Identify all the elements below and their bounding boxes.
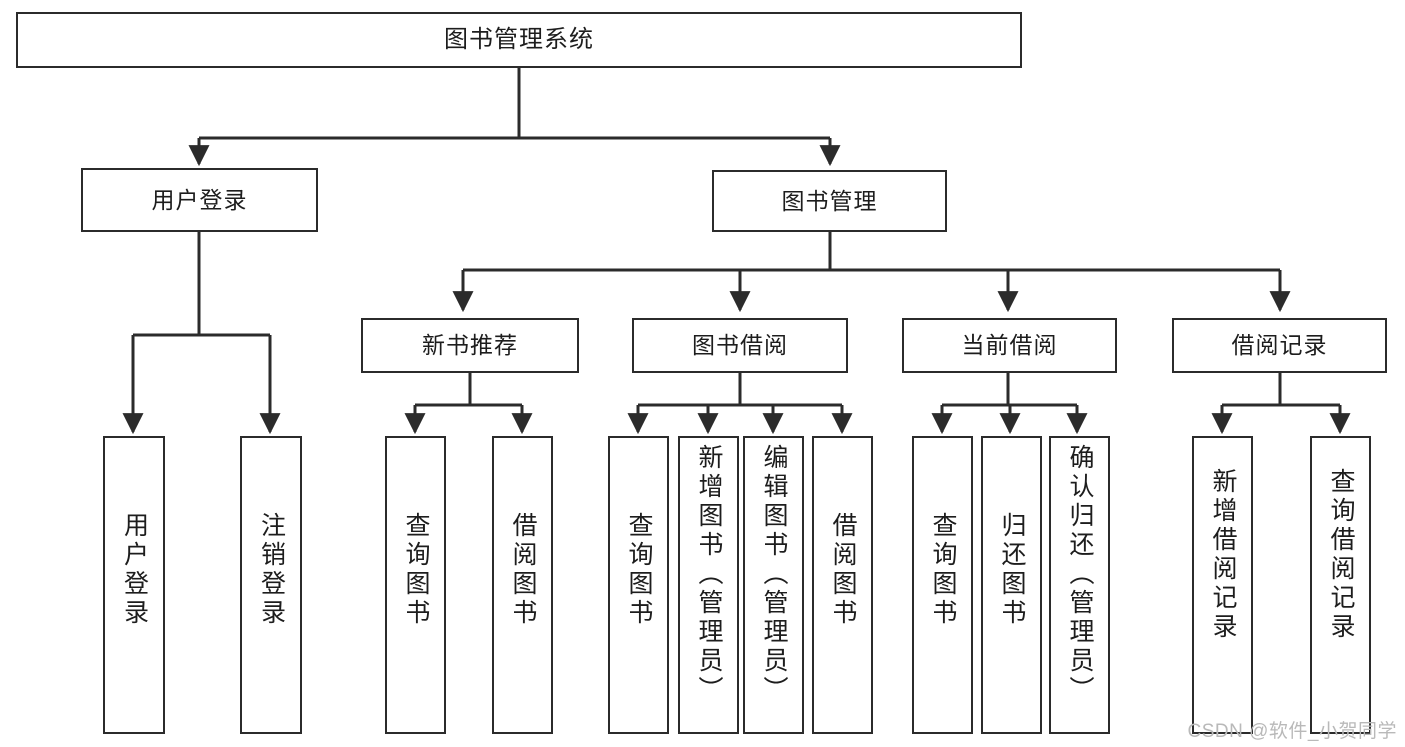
leaf-new-book-0-label: 查询图书 <box>402 512 430 628</box>
leaf-user-login-1-label: 注销登录 <box>257 512 286 628</box>
csdn-watermark: CSDN @软件_小贺同学 <box>1187 721 1397 742</box>
node-borrow-records-label: 借阅记录 <box>1231 332 1328 358</box>
node-book-borrow-label: 图书借阅 <box>692 332 788 358</box>
node-new-book-recommend[interactable]: 新书推荐 <box>361 318 579 373</box>
leaf-current-borrow-2-label: 确认归还（管理员） <box>1066 444 1094 705</box>
leaf-book-borrow-0[interactable]: 查询图书 <box>608 436 669 734</box>
leaf-borrow-records-1[interactable]: 查询借阅记录 <box>1310 436 1371 734</box>
leaf-book-borrow-2-label: 编辑图书（管理员） <box>760 444 788 705</box>
leaf-book-borrow-1-label: 新增图书（管理员） <box>695 444 723 705</box>
leaf-current-borrow-2[interactable]: 确认归还（管理员） <box>1049 436 1110 734</box>
leaf-book-borrow-3-label: 借阅图书 <box>829 512 857 628</box>
leaf-user-login-0-label: 用户登录 <box>120 512 149 628</box>
leaf-borrow-records-1-label: 查询借阅记录 <box>1327 468 1355 642</box>
leaf-book-borrow-3[interactable]: 借阅图书 <box>812 436 873 734</box>
leaf-current-borrow-1[interactable]: 归还图书 <box>981 436 1042 734</box>
leaf-borrow-records-0-label: 新增借阅记录 <box>1209 468 1237 642</box>
leaf-current-borrow-0-label: 查询图书 <box>929 512 957 628</box>
node-borrow-records[interactable]: 借阅记录 <box>1172 318 1387 373</box>
leaf-current-borrow-1-label: 归还图书 <box>998 512 1026 628</box>
node-book-borrow[interactable]: 图书借阅 <box>632 318 848 373</box>
leaf-new-book-1[interactable]: 借阅图书 <box>492 436 553 734</box>
leaf-user-login-1[interactable]: 注销登录 <box>240 436 302 734</box>
node-root-system-label: 图书管理系统 <box>444 26 594 53</box>
leaf-user-login-0[interactable]: 用户登录 <box>103 436 165 734</box>
leaf-borrow-records-0[interactable]: 新增借阅记录 <box>1192 436 1253 734</box>
leaf-book-borrow-1[interactable]: 新增图书（管理员） <box>678 436 739 734</box>
leaf-new-book-0[interactable]: 查询图书 <box>385 436 446 734</box>
node-book-management-label: 图书管理 <box>781 187 878 214</box>
leaf-current-borrow-0[interactable]: 查询图书 <box>912 436 973 734</box>
node-book-management[interactable]: 图书管理 <box>712 170 947 232</box>
node-new-book-recommend-label: 新书推荐 <box>422 332 518 358</box>
node-user-login[interactable]: 用户登录 <box>81 168 318 232</box>
node-current-borrow[interactable]: 当前借阅 <box>902 318 1117 373</box>
leaf-book-borrow-2[interactable]: 编辑图书（管理员） <box>743 436 804 734</box>
leaf-book-borrow-0-label: 查询图书 <box>625 512 653 628</box>
leaf-new-book-1-label: 借阅图书 <box>509 512 537 628</box>
node-current-borrow-label: 当前借阅 <box>961 332 1058 358</box>
node-user-login-label: 用户登录 <box>151 186 248 213</box>
node-root-system[interactable]: 图书管理系统 <box>16 12 1022 68</box>
